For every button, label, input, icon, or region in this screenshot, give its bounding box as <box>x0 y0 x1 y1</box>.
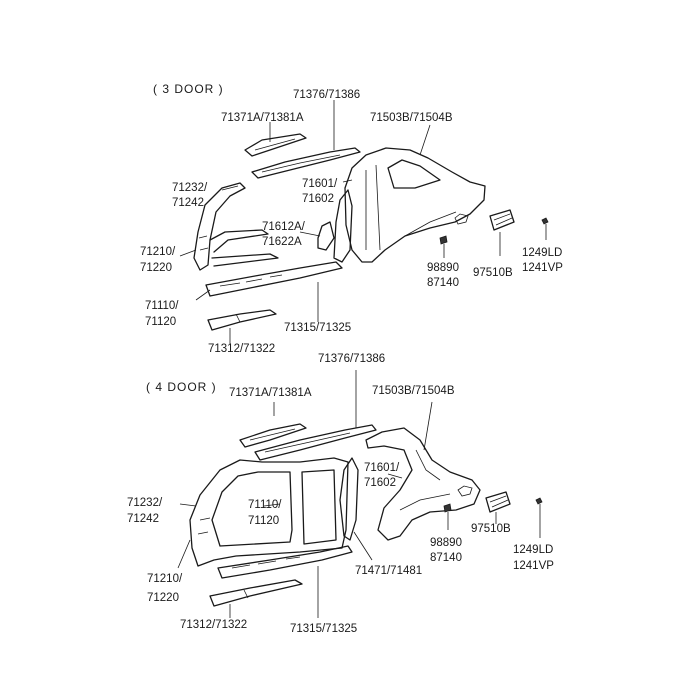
label-screw-a-4door: 1249LD <box>513 544 553 556</box>
label-roof-rail-3door: 71376/71386 <box>293 89 360 101</box>
label-vent-3door: 97510B <box>473 267 513 279</box>
part-reinforcement-3door <box>317 221 335 251</box>
label-b-pillar-4door: 71471/71481 <box>355 565 422 577</box>
part-roof-rail-3door <box>251 147 361 179</box>
label-center-pillar-b-3door: 71602 <box>302 193 334 205</box>
label-roof-rail-inner-4door: 71371A/71381A <box>229 387 312 399</box>
part-center-pillar-3door <box>333 189 353 263</box>
label-plug-b-4door: 87140 <box>430 552 462 564</box>
part-screw-3door <box>541 217 549 225</box>
label-side-outer-a-4door: 71110/ <box>248 499 282 511</box>
part-plug-3door <box>439 235 448 245</box>
label-quarter-panel-3door: 71503B/71504B <box>370 112 453 124</box>
label-pillar-inner-b-4door: 71242 <box>127 513 159 525</box>
label-screw-a-3door: 1249LD <box>522 247 562 259</box>
label-roof-rail-4door: 71376/71386 <box>318 353 385 365</box>
label-plug-a-3door: 98890 <box>427 262 459 274</box>
label-screw-b-3door: 1241VP <box>522 262 563 274</box>
label-sill-panel-3door: 71315/71325 <box>284 322 351 334</box>
part-roof-rail-inner-3door <box>244 133 307 157</box>
label-side-outer-b-4door: 71120 <box>248 515 279 527</box>
part-vent-4door <box>485 491 511 513</box>
label-reinf-a-3door: 71612A/ <box>262 221 306 233</box>
label-center-pillar-a-4door: 71601/ <box>364 462 400 474</box>
section-4door: ( 4 DOOR ) <box>127 353 554 635</box>
part-plug-4door <box>443 503 452 513</box>
label-side-outer-a-3door: 71110/ <box>145 300 179 312</box>
section-3door: ( 3 DOOR ) <box>140 82 563 355</box>
label-plug-a-4door: 98890 <box>430 537 462 549</box>
part-side-frame-4door <box>189 457 349 567</box>
label-vent-4door: 97510B <box>471 523 511 535</box>
label-center-pillar-b-4door: 71602 <box>364 477 396 489</box>
label-screw-b-4door: 1241VP <box>513 560 554 572</box>
label-roof-rail-inner-3door: 71371A/71381A <box>221 112 304 124</box>
label-quarter-panel-4door: 71503B/71504B <box>372 385 455 397</box>
label-front-pillar-a-4door: 71210/ <box>147 573 183 585</box>
header-3door: ( 3 DOOR ) <box>153 82 224 96</box>
label-front-pillar-a-3door: 71210/ <box>140 246 176 258</box>
part-quarter-panel-4door <box>365 427 481 541</box>
part-quarter-panel-3door <box>344 147 486 263</box>
part-roof-rail-inner-4door <box>239 423 307 448</box>
label-sill-panel-4door: 71315/71325 <box>290 623 357 635</box>
part-sill-panel-4door <box>217 545 353 579</box>
label-sill-reinf-4door: 71312/71322 <box>180 619 247 631</box>
part-roof-rail-4door <box>254 424 377 461</box>
label-front-pillar-b-3door: 71220 <box>140 262 172 274</box>
label-side-outer-b-3door: 71120 <box>145 316 176 328</box>
label-pillar-inner-b-3door: 71242 <box>172 197 204 209</box>
label-sill-reinf-3door: 71312/71322 <box>208 343 275 355</box>
part-sill-reinf-4door <box>209 579 303 607</box>
part-screw-4door <box>535 497 543 505</box>
label-pillar-inner-a-4door: 71232/ <box>127 497 163 509</box>
part-vent-3door <box>489 209 515 231</box>
part-sill-panel-3door <box>205 261 343 297</box>
part-front-pillar-3door <box>193 182 246 271</box>
label-center-pillar-a-3door: 71601/ <box>302 178 338 190</box>
label-pillar-inner-a-3door: 71232/ <box>172 182 208 194</box>
part-sill-reinf-3door <box>207 309 277 331</box>
label-reinf-b-3door: 71622A <box>262 236 302 248</box>
part-b-pillar-4door <box>339 457 359 541</box>
label-plug-b-3door: 87140 <box>427 277 459 289</box>
label-front-pillar-b-4door: 71220 <box>147 592 179 604</box>
header-4door: ( 4 DOOR ) <box>146 380 217 394</box>
